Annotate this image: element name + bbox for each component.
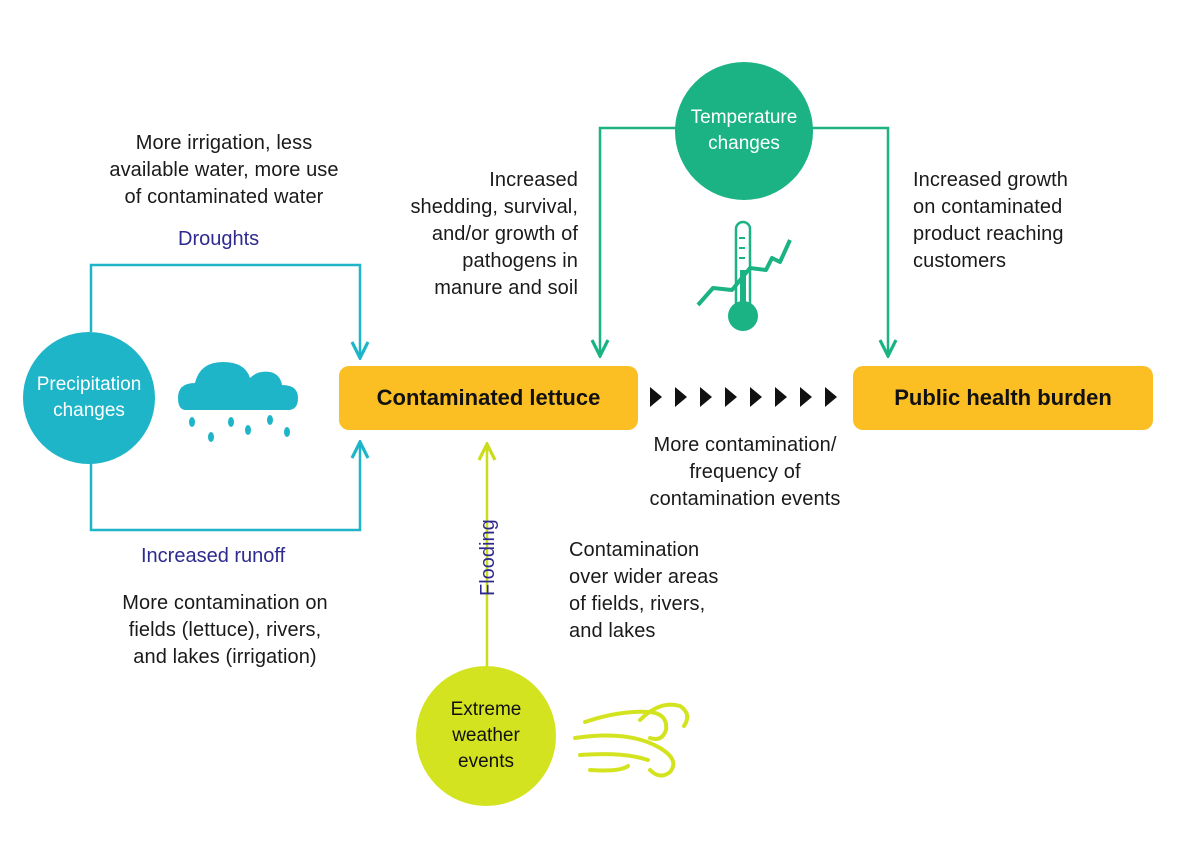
droughts-label: Droughts [178,228,260,250]
temperature-changes-node: Temperature changes [675,62,813,200]
contaminated-lettuce-node: Contaminated lettuce [339,366,638,430]
temperature-left-note: Increased shedding, survival, and/or gro… [410,169,578,299]
flooding-note: Contamination over wider areas of fields… [569,539,719,642]
public-health-burden-node: Public health burden [853,366,1153,430]
extreme-weather-node: Extreme weather events [416,666,556,806]
temperature-right-note: Increased growth on contaminated product… [913,169,1069,272]
droughts-note: More irrigation, less available water, m… [109,132,339,208]
increased-runoff-label: Increased runoff [141,545,286,567]
wind-icon [573,702,690,778]
precipitation-changes-node: Precipitation changes [23,332,155,464]
temperature-right-connector [808,126,888,354]
runoff-note: More contamination on fields (lettuce), … [122,592,328,668]
droughts-connector [89,263,360,356]
rain-cloud-icon [178,362,298,442]
chain-note: More contamination/ frequency of contami… [649,434,841,510]
thermometer-rising-icon [696,220,792,331]
runoff-connector [89,444,360,532]
arrow-chain-icon [650,387,837,407]
flooding-label: Flooding [477,519,499,596]
temperature-left-connector [600,126,680,354]
